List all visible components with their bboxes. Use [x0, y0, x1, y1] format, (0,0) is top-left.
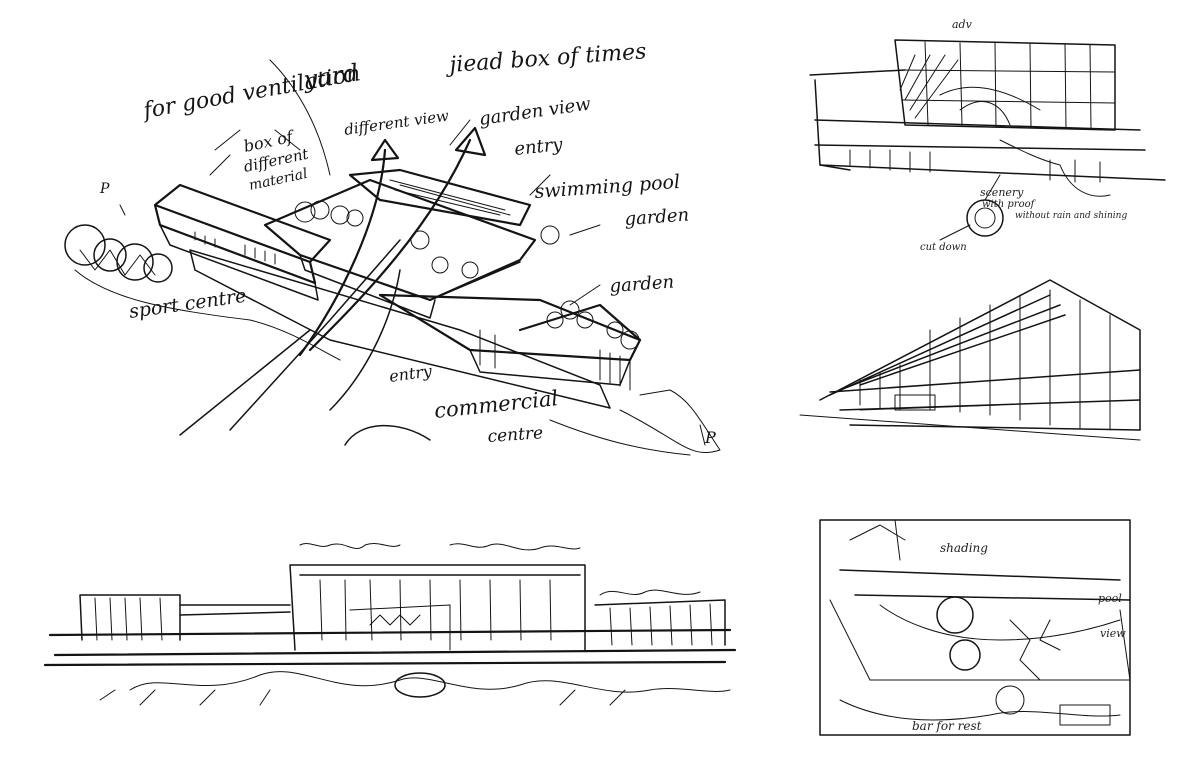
label-parking-left: P: [99, 181, 110, 197]
label-different-view: different view: [343, 106, 450, 139]
label-cut-down: cut down: [920, 242, 967, 253]
label-entry-bottom: entry: [388, 361, 434, 386]
label-scenery-3: without rain and shining: [1015, 211, 1127, 221]
pool-view-sketch: shading pool view bar for rest: [819, 519, 1131, 736]
label-pool-top: adv: [952, 18, 973, 31]
label-yard: yard: [301, 59, 360, 94]
label-garden-1: garden: [624, 205, 690, 230]
perspective-pool-sketch: adv scenery with proof without rain and …: [809, 18, 1166, 253]
label-parking-right: P: [704, 428, 716, 447]
label-entry-top: entry: [513, 134, 564, 160]
label-scenery-1: scenery: [980, 186, 1024, 199]
label-commercial: commercial: [433, 386, 559, 423]
label-scenery-2: with proof: [982, 199, 1037, 210]
label-centre: centre: [487, 423, 544, 447]
tree-cluster-center: [294, 200, 640, 350]
axonometric-sketch: for good ventilation yard jiead box of t…: [64, 39, 721, 456]
label-garden-2: garden: [609, 272, 675, 297]
elevation-sketch: [43, 543, 737, 706]
label-pool: pool: [1098, 592, 1122, 605]
label-swimming-pool: swimming pool: [534, 171, 681, 203]
label-shading: shading: [940, 541, 988, 555]
label-box-times: jiead box of times: [444, 39, 647, 78]
label-bar: bar for rest: [912, 719, 982, 733]
label-garden-view: garden view: [478, 93, 593, 130]
tree-cluster-left: [64, 224, 173, 283]
label-view: view: [1100, 627, 1126, 640]
perspective-street-sketch: [799, 279, 1141, 441]
